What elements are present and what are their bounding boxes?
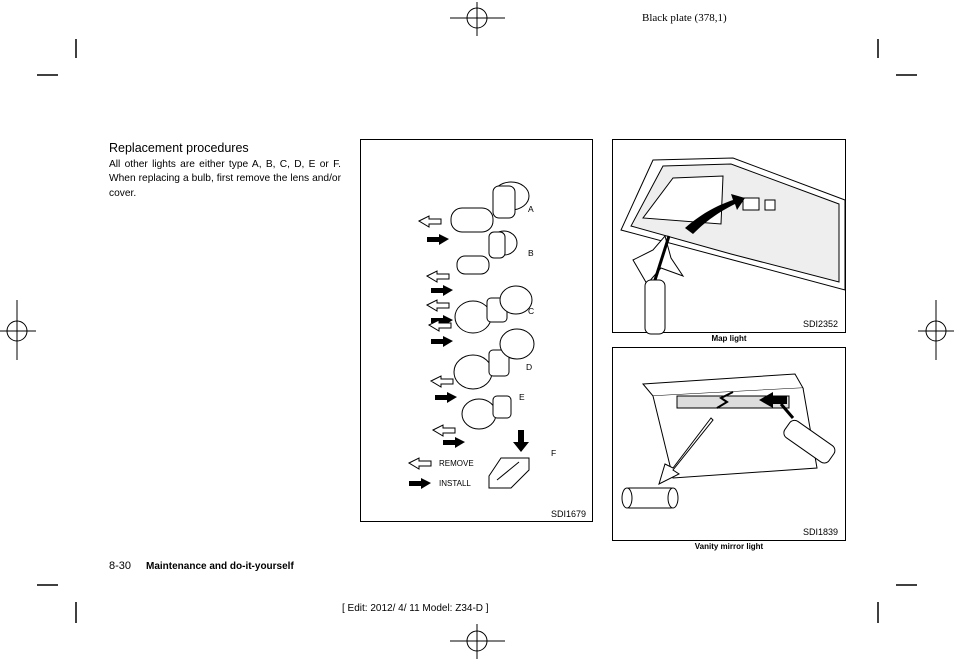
bulb-icon <box>456 255 490 275</box>
screwdriver-icon <box>644 235 671 335</box>
registration-mark-icon <box>918 300 954 360</box>
bulb-icon <box>454 300 492 334</box>
registration-mark-icon <box>0 300 36 360</box>
bulb-label-f: F <box>551 448 557 458</box>
bulb-label-c: C <box>528 306 535 316</box>
edit-info: [ Edit: 2012/ 4/ 11 Model: Z34-D ] <box>342 603 489 614</box>
map-light-illustration <box>620 157 846 335</box>
map-light-caption: Map light <box>711 334 747 343</box>
bulb-b-group <box>426 230 518 296</box>
bulb-icon <box>461 398 497 430</box>
bulb-f-group <box>488 430 530 489</box>
registration-mark-icon <box>450 2 505 36</box>
bulb-label-a: A <box>528 204 534 214</box>
map-light-figure: SDI2352 <box>612 139 846 335</box>
bulb-label-d: D <box>526 362 533 372</box>
legend-install: INSTALL <box>439 479 471 488</box>
bulb-types-illustration <box>408 181 535 489</box>
bulb-c-group <box>426 285 533 334</box>
figure-code: SDI1679 <box>551 509 587 519</box>
page-number: 8-30 <box>109 560 132 572</box>
section-title: Replacement procedures <box>109 141 249 155</box>
footer-section-title: Maintenance and do-it-yourself <box>146 561 294 572</box>
bulb-label-b: B <box>528 248 534 258</box>
vanity-mirror-figure: SDI1839 <box>612 347 846 541</box>
bulb-icon <box>453 354 493 390</box>
figure-code: SDI2352 <box>803 319 839 329</box>
section-body: All other lights are either type A, B, C… <box>109 159 341 199</box>
legend-remove: REMOVE <box>439 459 474 468</box>
vanity-mirror-caption: Vanity mirror light <box>694 542 764 551</box>
bulb-icon <box>621 487 679 509</box>
bulb-types-figure: A B C D E F REMOVE INSTALL SDI1679 <box>360 139 593 522</box>
vanity-mirror-illustration <box>621 373 836 509</box>
remove-arrow-icon <box>408 457 432 470</box>
bulb-label-e: E <box>519 392 525 402</box>
registration-mark-icon <box>450 624 505 659</box>
figure-code: SDI1839 <box>803 527 839 537</box>
screwdriver-icon <box>779 403 836 464</box>
plate-info: Black plate (378,1) <box>642 12 727 24</box>
bulb-a-group <box>418 181 530 245</box>
bulb-icon <box>450 207 494 233</box>
bulb-d-group <box>428 319 535 390</box>
install-arrow-icon <box>409 478 431 489</box>
bulb-e-group <box>430 375 512 448</box>
